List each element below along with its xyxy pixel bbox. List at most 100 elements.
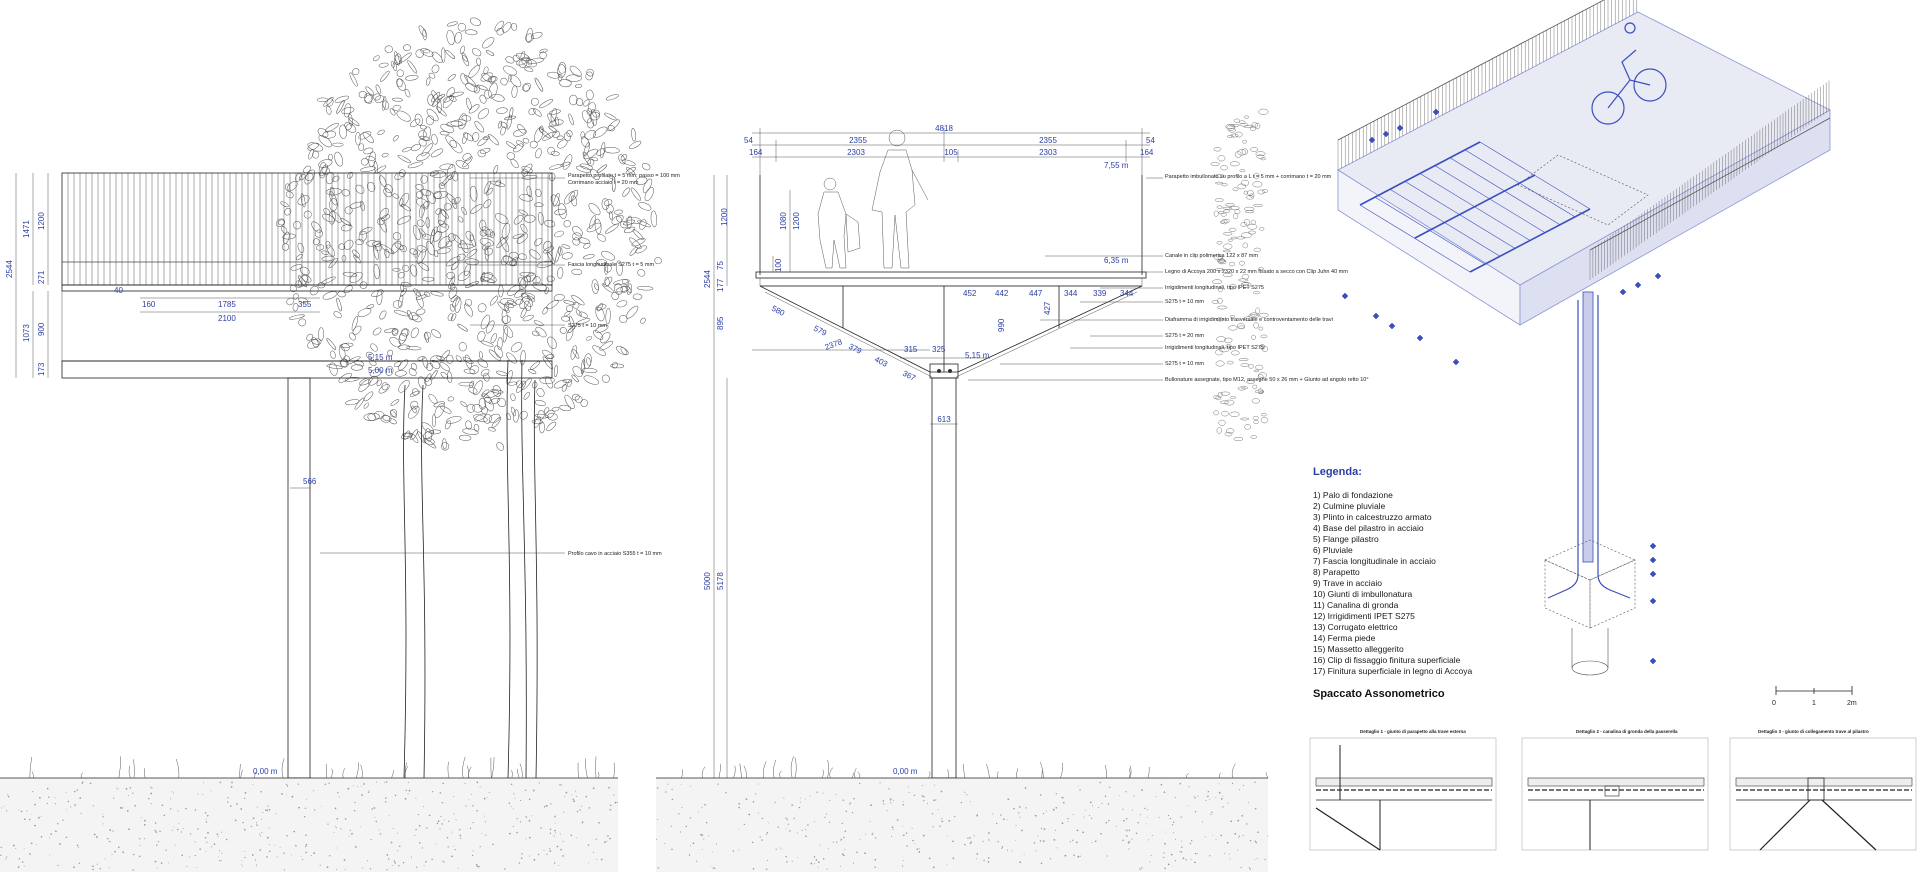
legend-item: 6) Pluviale bbox=[1313, 545, 1353, 555]
sec-slab-339: 339 bbox=[1093, 289, 1107, 298]
sec-dim-2303-left: 2303 bbox=[847, 148, 865, 157]
sec-dim-5000: 5000 bbox=[703, 572, 712, 590]
elev-level-500: 5,00 m bbox=[368, 366, 393, 375]
ground bbox=[0, 756, 1269, 872]
elevation-drawing: 2544 1471 1200 271 1073 900 173 40 160 1… bbox=[5, 172, 680, 779]
legend-item: 3) Plinto in calcestruzzo armato bbox=[1313, 512, 1432, 522]
sec-dim-100: 100 bbox=[774, 258, 783, 272]
elev-dim-1200: 1200 bbox=[37, 212, 46, 230]
legend-item: 1) Palo di fondazione bbox=[1313, 490, 1393, 500]
sec-dim-75: 75 bbox=[716, 261, 725, 270]
sec-slab-344: 344 bbox=[1064, 289, 1078, 298]
axonometric-view bbox=[1337, 0, 1831, 676]
sec-slope-2378: 2378 bbox=[824, 337, 844, 352]
elev-dim-271: 271 bbox=[37, 270, 46, 284]
sec-dim-1200-child: 1200 bbox=[792, 212, 801, 230]
sec-slab-442: 442 bbox=[995, 289, 1009, 298]
legend-item: 2) Culmine pluviale bbox=[1313, 501, 1386, 511]
sec-slope-579: 579 bbox=[812, 324, 828, 338]
detail-3-title: Dettaglio 3 - giunto di collegamento tra… bbox=[1758, 729, 1869, 734]
elev-ground-level: 0,00 m bbox=[253, 767, 278, 776]
sec-slab-452: 452 bbox=[963, 289, 977, 298]
sec-dim-2544: 2544 bbox=[703, 270, 712, 288]
elev-level-515: 5,15 m bbox=[368, 353, 393, 362]
detail-panels: Dettaglio 1 - giunto di parapetto alla t… bbox=[1309, 729, 1917, 851]
detail-1-title: Dettaglio 1 - giunto di parapetto alla t… bbox=[1360, 729, 1466, 734]
elev-note-corrimano: Corrimano acciaio t = 20 mm bbox=[568, 180, 639, 186]
elev-note-profilo: Profilo cavo in acciaio S355 t = 10 mm bbox=[568, 551, 662, 557]
cross-section-drawing: 4818 54 2355 2355 54 164 2303 105 2303 1… bbox=[703, 124, 1369, 779]
sec-node-325: 325 bbox=[932, 345, 946, 354]
legend-item: 17) Finitura superficiale in legno di Ac… bbox=[1313, 666, 1473, 676]
legend-item: 12) Irrigidimenti IPET S275 bbox=[1313, 611, 1415, 621]
sec-note-3: Irrigidimenti longitudinali, tipo IPET S… bbox=[1165, 285, 1264, 291]
sec-note-5: Diaframma di irrigidimento trasversale e… bbox=[1165, 317, 1333, 323]
sec-web-990: 990 bbox=[997, 318, 1006, 332]
elev-dim-1785: 1785 bbox=[218, 300, 236, 309]
sec-dim-1200-right: 1200 bbox=[720, 208, 729, 226]
detail-2-title: Dettaglio 2 - canalina di gronda della p… bbox=[1576, 729, 1678, 734]
sec-dim-2355-left: 2355 bbox=[849, 136, 867, 145]
sec-dim-2303-right: 2303 bbox=[1039, 148, 1057, 157]
scale-2m: 2m bbox=[1847, 700, 1857, 707]
elev-dim-900: 900 bbox=[37, 322, 46, 336]
sec-dim-54-right: 54 bbox=[1146, 136, 1155, 145]
axo-column bbox=[1582, 291, 1594, 563]
scale-bar: 0 1 2m bbox=[1772, 686, 1857, 707]
elevation-column bbox=[287, 377, 311, 779]
sec-level-755: 7,55 m bbox=[1104, 161, 1129, 170]
sec-note-4: S275 t = 10 mm bbox=[1165, 299, 1204, 305]
tree-trunks bbox=[403, 359, 538, 779]
sec-dim-895: 895 bbox=[716, 316, 725, 330]
legend-item: 4) Base del pilastro in acciaio bbox=[1313, 523, 1424, 533]
sec-note-9: Bullonature assegnate, tipo M12, assegne… bbox=[1165, 377, 1369, 383]
sec-slope-367: 367 bbox=[901, 369, 917, 383]
legend-item: 11) Canalina di gronda bbox=[1313, 600, 1399, 610]
sec-dim-5178: 5178 bbox=[716, 572, 725, 590]
sec-dim-54-left: 54 bbox=[744, 136, 753, 145]
elev-small-40: 40 bbox=[114, 286, 123, 295]
sec-slab-344b: 344 bbox=[1120, 289, 1134, 298]
elev-dim-1073: 1073 bbox=[22, 324, 31, 342]
tree-illustration bbox=[275, 17, 662, 451]
sec-web-427: 427 bbox=[1043, 301, 1052, 315]
elev-dim-2544: 2544 bbox=[5, 260, 14, 278]
legend-item: 14) Ferma piede bbox=[1313, 633, 1376, 643]
sec-dim-1080: 1080 bbox=[779, 212, 788, 230]
sec-level-515: 5,15 m bbox=[965, 351, 990, 360]
axo-side-right bbox=[1519, 109, 1831, 326]
elev-note-parapetto: Parapetto profilato t = 5 mm; passo = 10… bbox=[568, 173, 680, 179]
elev-dim-160: 160 bbox=[142, 300, 156, 309]
legend-item: 7) Fascia longitudinale in acciaio bbox=[1313, 556, 1436, 566]
legend-item: 15) Massetto alleggerito bbox=[1313, 644, 1404, 654]
elev-note-s275: S275 t = 10 mm bbox=[568, 323, 607, 329]
sec-note-0: Parapetto imbullonato su profilo a L t =… bbox=[1165, 174, 1332, 180]
sec-ground-level: 0,00 m bbox=[893, 767, 918, 776]
sec-note-1: Canale in clip polimerica 122 x 87 mm bbox=[1165, 253, 1258, 259]
elev-column-width: 566 bbox=[303, 477, 317, 486]
sec-note-7: Irrigidimenti longitudinali, tipo IPET S… bbox=[1165, 345, 1264, 351]
detail-2: Dettaglio 2 - canalina di gronda della p… bbox=[1521, 729, 1709, 851]
legend-title: Legenda: bbox=[1313, 466, 1362, 478]
detail-3: Dettaglio 3 - giunto di collegamento tra… bbox=[1729, 729, 1917, 851]
sec-dim-164-right: 164 bbox=[1140, 148, 1154, 157]
sec-node-315: 315 bbox=[904, 345, 918, 354]
sec-slab-447: 447 bbox=[1029, 289, 1043, 298]
detail-1: Dettaglio 1 - giunto di parapetto alla t… bbox=[1309, 729, 1497, 851]
sec-slope-379: 379 bbox=[847, 342, 863, 356]
sec-column bbox=[931, 377, 957, 779]
legend-item: 10) Giunti di imbullonatura bbox=[1313, 589, 1413, 599]
scale-0: 0 bbox=[1772, 700, 1776, 707]
sec-note-2: Legno di Accoya 200 x 2320 x 22 mm fissa… bbox=[1165, 269, 1348, 275]
sec-dim-105: 105 bbox=[944, 148, 958, 157]
legend-item: 5) Flange pilastro bbox=[1313, 534, 1379, 544]
sec-note-8: S275 t = 10 mm bbox=[1165, 361, 1204, 367]
legend-item: 9) Trave in acciaio bbox=[1313, 578, 1382, 588]
legend-item: 13) Corrugato elettrico bbox=[1313, 622, 1398, 632]
elev-dim-2100: 2100 bbox=[218, 314, 236, 323]
sec-level-635: 6,35 m bbox=[1104, 256, 1129, 265]
people-silhouettes bbox=[817, 129, 929, 269]
